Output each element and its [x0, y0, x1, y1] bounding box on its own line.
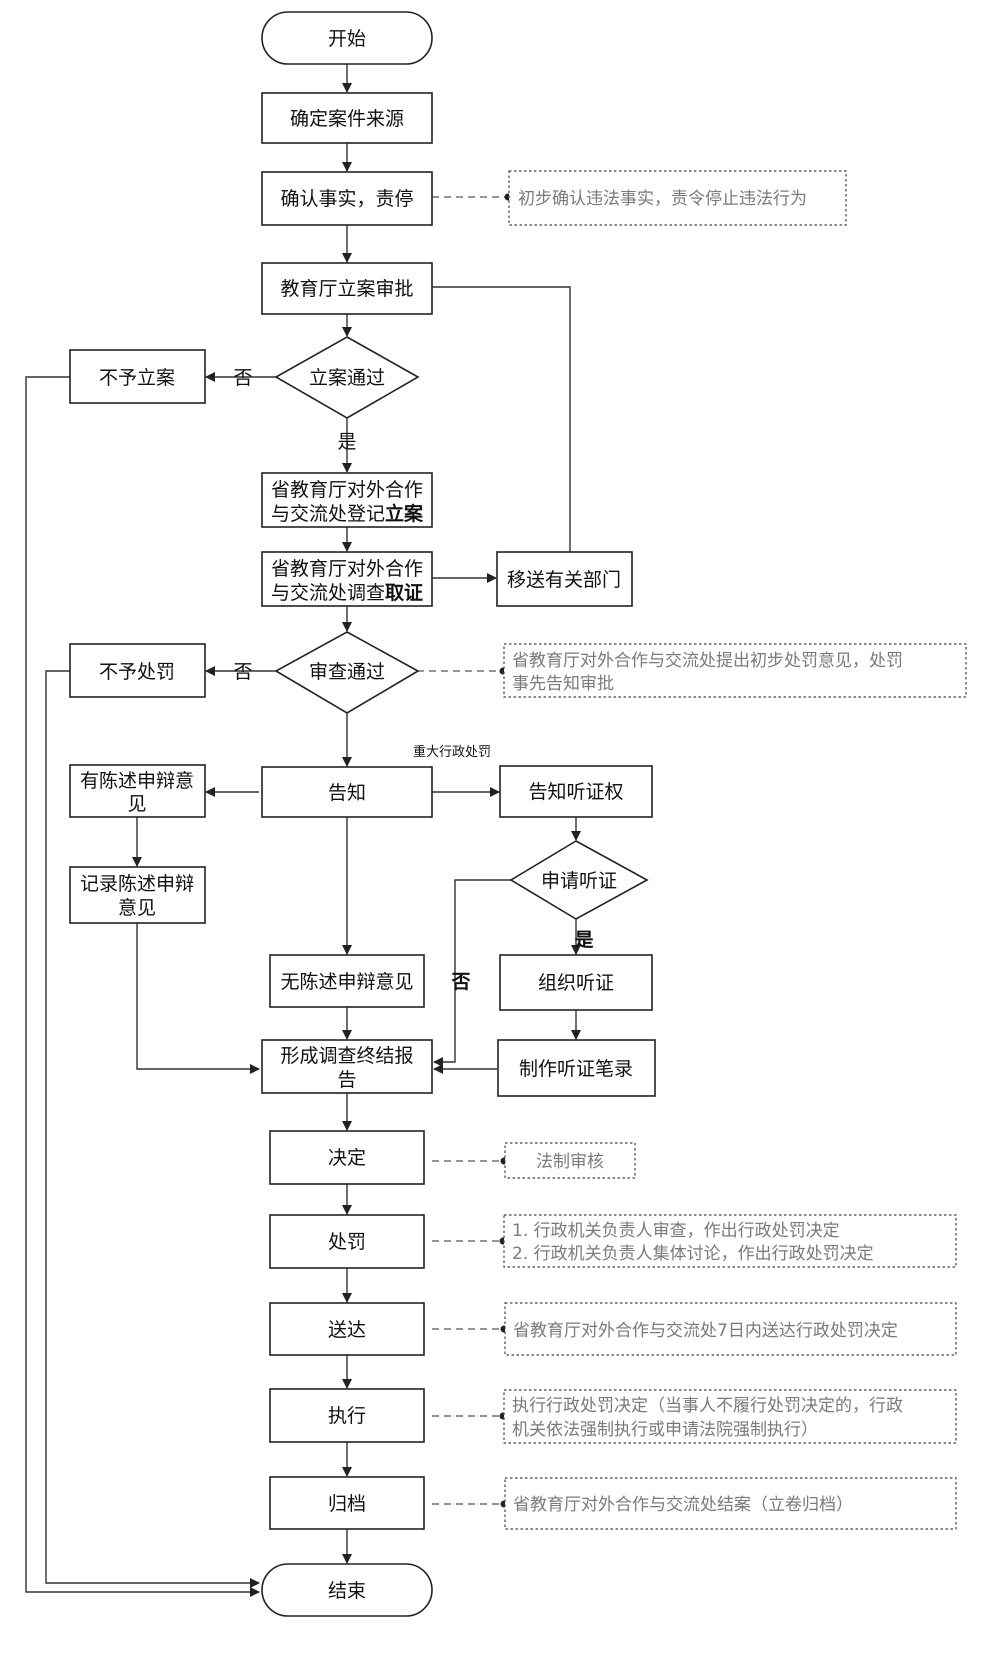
node-organize-hearing-label: 组织听证	[538, 972, 614, 994]
node-record-statement-line2: 意见	[118, 897, 156, 919]
node-record-statement: 记录陈述申辩 意见	[69, 866, 206, 924]
edge-label-major-penalty: 重大行政处罚	[413, 744, 491, 760]
node-confirm-source-label: 确定案件来源	[290, 108, 404, 130]
node-notify-label: 告知	[328, 782, 366, 804]
node-penalty-label: 处罚	[328, 1231, 366, 1253]
edge-label-yes-filing: 是	[337, 431, 356, 453]
note-legal-review-text: 法制审核	[536, 1152, 604, 1172]
node-execute: 执行	[269, 1388, 425, 1443]
node-organize-hearing: 组织听证	[499, 954, 653, 1011]
node-register-line2: 与交流处登记立案	[271, 502, 424, 525]
decision-filing: 立案通过	[274, 336, 420, 419]
node-no-penalty-label: 不予处罚	[99, 661, 175, 683]
note-execute-line2: 机关依法强制执行或申请法院强制执行）	[512, 1420, 818, 1440]
node-end-label: 结束	[328, 1580, 366, 1602]
connectors	[25, 64, 581, 1597]
node-record-statement-line1: 记录陈述申辩	[80, 873, 194, 895]
edge-label-yes-hearing: 是	[574, 929, 593, 951]
note-deliver: 省教育厅对外合作与交流处7日内送达行政处罚决定	[504, 1302, 957, 1356]
node-approval: 教育厅立案审批	[261, 262, 433, 315]
node-no-penalty: 不予处罚	[69, 643, 206, 698]
node-no-statement: 无陈述申辩意见	[269, 954, 425, 1008]
note-archive: 省教育厅对外合作与交流处结案（立卷归档）	[504, 1477, 957, 1530]
node-end: 结束	[261, 1563, 433, 1617]
node-start: 开始	[261, 11, 433, 65]
node-hearing-record: 制作听证笔录	[497, 1039, 656, 1097]
node-has-statement: 有陈述申辩意 见	[69, 764, 206, 818]
note-penalty: 1. 行政机关负责人审查，作出行政处罚决定 2. 行政机关负责人集体讨论，作出行…	[503, 1214, 957, 1268]
node-has-statement-line2: 见	[127, 793, 146, 815]
node-hearing-record-label: 制作听证笔录	[519, 1058, 633, 1080]
decision-hearing: 申请听证	[509, 840, 649, 920]
decision-review: 审查通过	[274, 631, 420, 714]
note-deliver-text: 省教育厅对外合作与交流处7日内送达行政处罚决定	[513, 1321, 898, 1341]
note-archive-text: 省教育厅对外合作与交流处结案（立卷归档）	[513, 1495, 853, 1515]
decision-review-label: 审查通过	[309, 661, 385, 683]
note-review: 省教育厅对外合作与交流处提出初步处罚意见，处罚 事先告知审批	[503, 643, 967, 698]
note-review-line1: 省教育厅对外合作与交流处提出初步处罚意见，处罚	[512, 651, 903, 671]
node-start-label: 开始	[328, 28, 366, 50]
node-report-line1: 形成调查终结报	[280, 1045, 413, 1067]
node-confirm-fact: 确认事实，责停	[261, 171, 433, 226]
note-connectors	[417, 193, 512, 1508]
node-confirm-fact-label: 确认事实，责停	[280, 188, 413, 210]
edge-label-no-hearing: 否	[450, 971, 470, 993]
note-legal-review: 法制审核	[504, 1142, 636, 1179]
node-execute-label: 执行	[328, 1405, 366, 1427]
node-approval-label: 教育厅立案审批	[280, 278, 413, 300]
note-review-line2: 事先告知审批	[512, 674, 614, 694]
node-notify-hearing: 告知听证权	[499, 765, 653, 818]
node-confirm-source: 确定案件来源	[261, 92, 433, 144]
edge-label-no-filing: 否	[233, 367, 252, 389]
node-no-filing: 不予立案	[69, 349, 206, 404]
node-penalty: 处罚	[269, 1214, 425, 1269]
node-archive: 归档	[269, 1476, 425, 1530]
node-notify: 告知	[261, 766, 433, 818]
node-register: 省教育厅对外合作 与交流处登记立案	[261, 472, 433, 528]
node-no-filing-label: 不予立案	[99, 367, 175, 389]
note-execute-line1: 执行行政处罚决定（当事人不履行处罚决定的，行政	[512, 1396, 903, 1416]
note-penalty-line1: 1. 行政机关负责人审查，作出行政处罚决定	[512, 1221, 840, 1241]
node-register-line1: 省教育厅对外合作	[271, 479, 423, 501]
node-transfer-label: 移送有关部门	[507, 569, 621, 591]
note-execute: 执行行政处罚决定（当事人不履行处罚决定的，行政 机关依法强制执行或申请法院强制执…	[503, 1389, 957, 1444]
node-no-statement-label: 无陈述申辩意见	[280, 971, 413, 993]
edge-label-no-review: 否	[233, 661, 252, 683]
decision-hearing-label: 申请听证	[541, 870, 617, 892]
node-decide-label: 决定	[328, 1147, 366, 1169]
node-archive-label: 归档	[328, 1493, 366, 1515]
node-decide: 决定	[269, 1130, 425, 1185]
node-investigate-line1: 省教育厅对外合作	[271, 558, 423, 580]
node-notify-hearing-label: 告知听证权	[528, 781, 623, 803]
decision-filing-label: 立案通过	[309, 367, 385, 389]
node-has-statement-line1: 有陈述申辩意	[80, 770, 194, 792]
node-transfer: 移送有关部门	[496, 551, 633, 607]
note-confirm-fact: 初步确认违法事实，责令停止违法行为	[508, 170, 847, 226]
node-deliver-label: 送达	[328, 1319, 366, 1341]
note-penalty-line2: 2. 行政机关负责人集体讨论，作出行政处罚决定	[512, 1244, 874, 1264]
node-report-line2: 告	[337, 1069, 356, 1091]
node-deliver: 送达	[269, 1302, 425, 1356]
node-investigate-line2: 与交流处调查取证	[271, 582, 423, 604]
node-investigate: 省教育厅对外合作 与交流处调查取证	[261, 551, 433, 607]
note-confirm-fact-text: 初步确认违法事实，责令停止违法行为	[518, 189, 807, 209]
node-report: 形成调查终结报 告	[261, 1039, 433, 1094]
